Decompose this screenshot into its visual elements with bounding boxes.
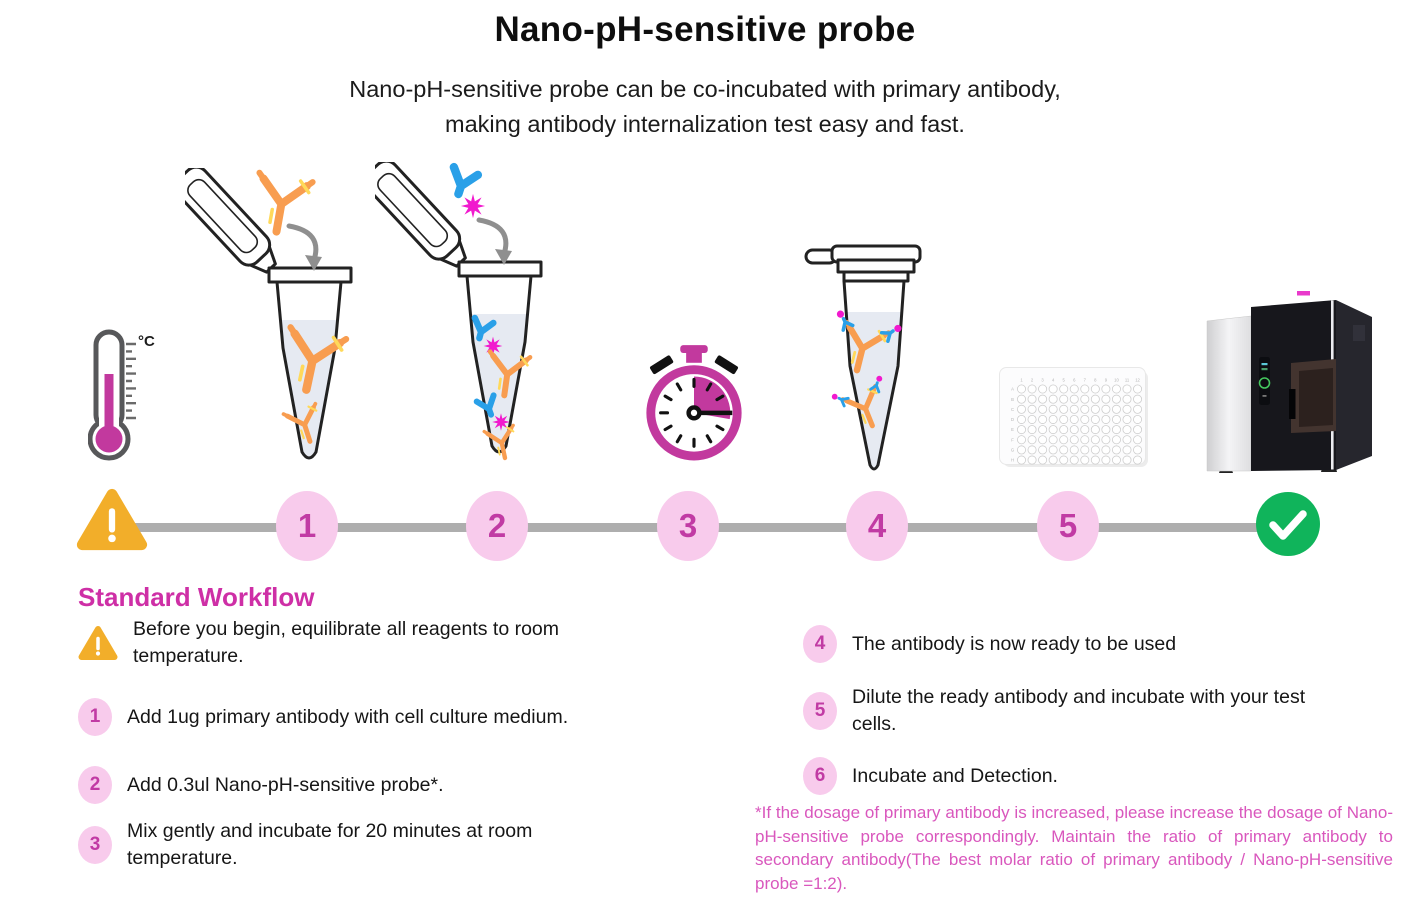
- timeline-step-2: 2: [466, 491, 528, 561]
- step-number-badge: 4: [803, 625, 837, 663]
- timeline-step-3: 3: [657, 491, 719, 561]
- step-number-badge: 1: [78, 698, 112, 736]
- workflow-heading: Standard Workflow: [78, 582, 315, 612]
- workflow-step-note: Before you begin, equilibrate all reagen…: [78, 616, 603, 670]
- svg-text:C: C: [1011, 407, 1014, 412]
- step-number-badge: 2: [78, 766, 112, 804]
- page-title: Nano-pH-sensitive probe: [494, 10, 916, 49]
- step-number-badge: 5: [803, 692, 837, 730]
- svg-text:B: B: [1011, 397, 1014, 402]
- step-text: The antibody is now ready to be used: [852, 632, 1177, 655]
- svg-text:2: 2: [1031, 378, 1034, 383]
- step-number-badge: 3: [78, 826, 112, 864]
- svg-text:8: 8: [1094, 378, 1097, 383]
- svg-text:11: 11: [1125, 378, 1130, 383]
- svg-text:H: H: [1011, 458, 1014, 463]
- workflow-step-2: 2 Add 0.3ul Nano-pH-sensitive probe*.: [78, 766, 444, 804]
- pink-indicator: [1297, 291, 1310, 296]
- timer-icon: [646, 345, 742, 461]
- svg-text:12: 12: [1135, 378, 1140, 383]
- warning-icon: [78, 625, 118, 661]
- tube-lid: [185, 168, 277, 274]
- svg-text:3: 3: [1041, 378, 1044, 383]
- tube-add-probe-icon: [375, 162, 543, 462]
- step-text: Add 1ug primary antibody with cell cultu…: [127, 705, 569, 728]
- svg-text:G: G: [1011, 448, 1014, 453]
- svg-text:10: 10: [1114, 378, 1119, 383]
- timeline-step-4: 4: [846, 491, 908, 561]
- workflow-step-5: 5 Dilute the ready antibody and incubate…: [803, 684, 1322, 738]
- svg-text:4: 4: [1052, 378, 1055, 383]
- workflow-step-6: 6 Incubate and Detection.: [803, 757, 1058, 795]
- warning-icon: [76, 487, 148, 552]
- workflow-step-4: 4 The antibody is now ready to be used: [803, 625, 1176, 663]
- svg-text:7: 7: [1084, 378, 1087, 383]
- timeline-step-5: 5: [1037, 491, 1099, 561]
- step-text: Add 0.3ul Nano-pH-sensitive probe*.: [127, 773, 444, 796]
- svg-text:D: D: [1011, 417, 1014, 422]
- detection-instrument-icon: [1206, 291, 1372, 473]
- tube-ready-antibody-icon: [804, 244, 922, 471]
- workflow-step-3: 3 Mix gently and incubate for 20 minutes…: [78, 818, 627, 872]
- celsius-label: °C: [138, 333, 155, 350]
- success-check-icon: [1256, 492, 1320, 556]
- step-text: Mix gently and incubate for 20 minutes a…: [127, 820, 533, 869]
- step-text: Dilute the ready antibody and incubate w…: [852, 686, 1306, 735]
- svg-text:1: 1: [1020, 378, 1023, 383]
- svg-text:A: A: [1011, 387, 1014, 392]
- footnote-text: *If the dosage of primary antibody is in…: [755, 803, 1393, 893]
- power-button: [1258, 377, 1271, 389]
- probe-icon: [446, 167, 477, 198]
- workflow-step-1: 1 Add 1ug primary antibody with cell cul…: [78, 698, 568, 736]
- svg-text:6: 6: [1073, 378, 1076, 383]
- svg-text:F: F: [1011, 437, 1014, 442]
- thermometer-icon: °C: [88, 329, 155, 461]
- svg-text:9: 9: [1105, 378, 1108, 383]
- subtitle-line-1: Nano-pH-sensitive probe can be co-incuba…: [349, 76, 1061, 102]
- step-number-badge: 6: [803, 757, 837, 795]
- subtitle-line-2: making antibody internalization test eas…: [445, 111, 965, 137]
- star-icon: [460, 193, 486, 219]
- step-text: Before you begin, equilibrate all reagen…: [133, 618, 560, 667]
- antibody-icon: [250, 173, 313, 237]
- tube-add-antibody-icon: [185, 168, 353, 460]
- svg-text:5: 5: [1063, 378, 1066, 383]
- timeline-step-1: 1: [276, 491, 338, 561]
- svg-text:E: E: [1011, 427, 1014, 432]
- step-text: Incubate and Detection.: [852, 764, 1058, 787]
